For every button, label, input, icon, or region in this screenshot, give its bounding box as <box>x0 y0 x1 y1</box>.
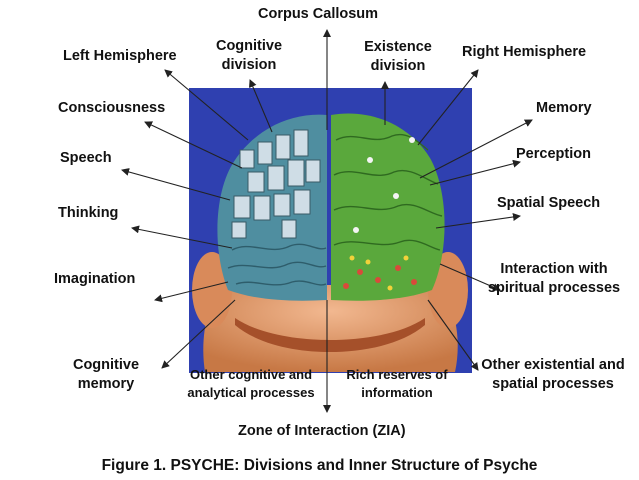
arrow-right-hemisphere <box>417 69 479 146</box>
arrow-left-hemisphere <box>164 69 249 141</box>
label-memory: Memory <box>536 100 592 116</box>
arrow-spatial-speech <box>435 213 521 229</box>
arrow-consciousness <box>144 121 243 169</box>
arrow-interaction-spiritual <box>439 263 501 291</box>
label-zia: Zone of Interaction (ZIA) <box>238 423 406 439</box>
label-cognitive-division: Cognitive division <box>215 38 283 73</box>
arrows <box>121 29 533 413</box>
label-corpus-callosum: Corpus Callosum <box>258 6 379 22</box>
right-brain-hemisphere <box>331 113 445 301</box>
head-shape <box>192 252 468 372</box>
arrow-speech <box>121 168 231 201</box>
label-perception: Perception <box>516 146 591 162</box>
label-speech: Speech <box>60 150 112 166</box>
label-existence-division: Existence division <box>364 39 432 74</box>
figure-caption: Figure 1. PSYCHE: Divisions and Inner St… <box>101 457 538 474</box>
arrow-imagination <box>154 281 229 303</box>
label-interaction-spiritual: Interaction with spiritual processes <box>487 261 621 296</box>
label-other-existential: Other existential and spatial processes <box>481 357 625 392</box>
label-left-hemisphere: Left Hemisphere <box>63 48 177 64</box>
label-spatial-speech: Spatial Speech <box>497 195 601 211</box>
label-right-hemisphere: Right Hemisphere <box>462 44 587 60</box>
arrow-perception <box>429 159 521 186</box>
label-thinking: Thinking <box>58 205 119 221</box>
label-other-cognitive: Other cognitive and analytical processes <box>187 367 315 400</box>
arrow-cognitive-memory <box>161 299 236 369</box>
label-imagination: Imagination <box>54 271 136 287</box>
left-brain-hemisphere <box>217 114 327 301</box>
label-rich-reserves: Rich reserves of information <box>346 367 448 400</box>
label-consciousness: Consciousness <box>58 100 166 116</box>
label-cognitive-memory: Cognitive memory <box>72 357 140 392</box>
arrow-memory <box>419 119 533 179</box>
arrow-other-existential <box>427 299 479 371</box>
arrow-thinking <box>131 225 233 249</box>
arrow-cognitive-division <box>249 79 273 133</box>
